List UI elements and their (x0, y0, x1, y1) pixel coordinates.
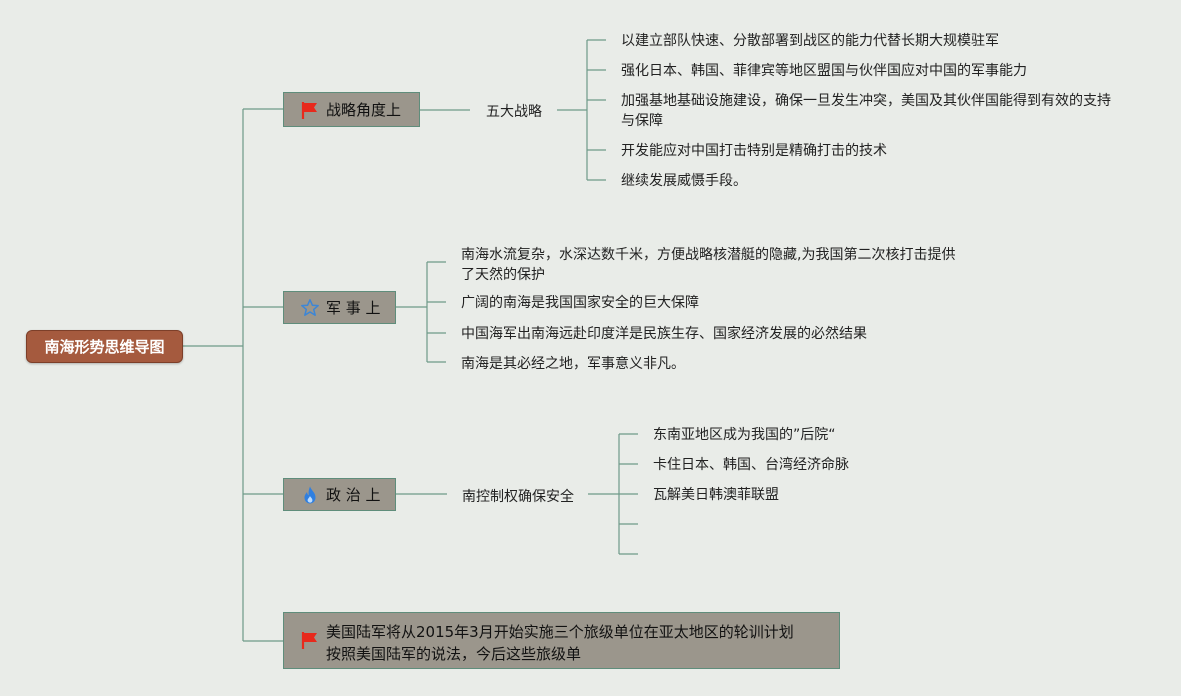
fire-icon (300, 485, 320, 505)
sub-topic-control-security[interactable]: 南控制权确保安全 (462, 489, 574, 505)
flag-icon (300, 100, 320, 120)
flag-icon (300, 630, 320, 650)
leaf-military-3[interactable]: 中国海军出南海远赴印度洋是民族生存、国家经济发展的必然结果 (461, 326, 867, 342)
root-node[interactable]: 南海形势思维导图 (26, 330, 183, 363)
leaf-strategy-5[interactable]: 继续发展威慑手段。 (621, 173, 747, 189)
branch-military-label: 军 事 上 (326, 299, 381, 317)
leaf-politics-3[interactable]: 瓦解美日韩澳菲联盟 (653, 487, 779, 503)
leaf-politics-2[interactable]: 卡住日本、韩国、台湾经济命脉 (653, 457, 849, 473)
root-label: 南海形势思维导图 (44, 338, 165, 356)
branch-military[interactable]: 军 事 上 (283, 291, 396, 324)
branch-politics[interactable]: 政 治 上 (283, 478, 396, 511)
branch-politics-label: 政 治 上 (326, 486, 381, 504)
branch-strategy-label: 战略角度上 (326, 101, 402, 119)
star-icon (300, 298, 320, 318)
leaf-military-2[interactable]: 广阔的南海是我国国家安全的巨大保障 (461, 295, 699, 311)
branch-us-army[interactable]: 美国陆军将从2015年3月开始实施三个旅级单位在亚太地区的轮训计划 按照美国陆军… (283, 612, 840, 669)
leaf-military-4[interactable]: 南海是其必经之地，军事意义非凡。 (461, 356, 685, 372)
leaf-strategy-1[interactable]: 以建立部队快速、分散部署到战区的能力代替长期大规模驻军 (621, 33, 999, 49)
leaf-strategy-4[interactable]: 开发能应对中国打击特别是精确打击的技术 (621, 143, 887, 159)
leaf-strategy-3[interactable]: 加强基地基础设施建设，确保一旦发生冲突，美国及其伙伴国能得到有效的支持 与保障 (621, 93, 1111, 129)
branch-strategy[interactable]: 战略角度上 (283, 92, 420, 127)
leaf-military-1[interactable]: 南海水流复杂，水深达数千米，方便战略核潜艇的隐藏,为我国第二次核打击提供 了天然… (461, 247, 956, 283)
branch-us-army-text: 美国陆军将从2015年3月开始实施三个旅级单位在亚太地区的轮训计划 按照美国陆军… (326, 623, 794, 663)
leaf-politics-1[interactable]: 东南亚地区成为我国的”后院“ (653, 427, 836, 443)
leaf-strategy-2[interactable]: 强化日本、韩国、菲律宾等地区盟国与伙伴国应对中国的军事能力 (621, 63, 1027, 79)
sub-topic-five-strategies[interactable]: 五大战略 (486, 104, 542, 120)
